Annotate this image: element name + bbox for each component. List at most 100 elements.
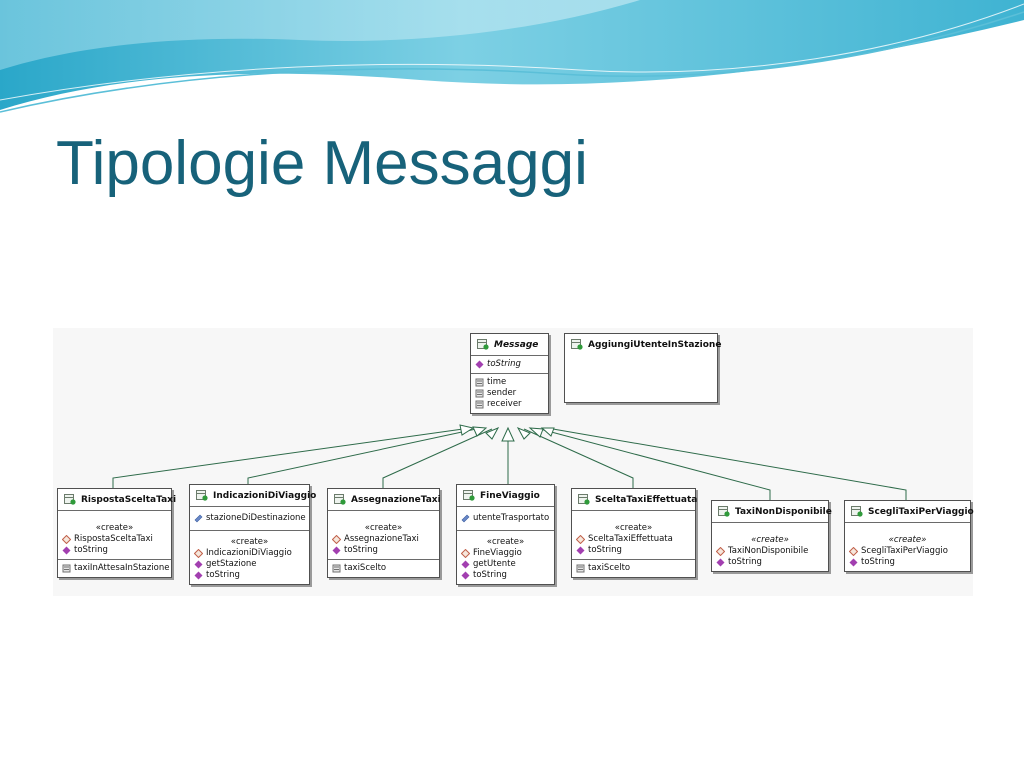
class-icon: [851, 506, 863, 517]
class-scelta-attributes: taxiScelto: [572, 560, 695, 577]
operation-name: ScegliTaxiPerViaggio: [861, 546, 948, 556]
class-indicazioni-header: IndicazioniDiViaggio: [190, 485, 316, 507]
class-scegli-name: ScegliTaxiPerViaggio: [868, 506, 974, 517]
operation-name: IndicazioniDiViaggio: [206, 548, 292, 558]
class-assegnazione-attributes: taxiScelto: [328, 560, 439, 577]
class-assegnazione-header: AssegnazioneTaxi: [328, 489, 441, 511]
field-row: stazioneDiDestinazione: [194, 513, 306, 524]
class-message-attributes: time sender receiver: [471, 374, 548, 413]
operation-name: SceltaTaxiEffettuata: [588, 534, 673, 544]
operation-name: toString: [74, 545, 108, 555]
operation-row: toString: [849, 557, 966, 568]
class-indicazioni-operations: «create» IndicazioniDiViaggio getStazion…: [190, 531, 309, 584]
operation-name: toString: [861, 557, 895, 567]
operation-name: toString: [728, 557, 762, 567]
connector-scegli: [552, 428, 907, 500]
operation-name: getUtente: [473, 559, 516, 569]
operation-row: SceltaTaxiEffettuata: [576, 534, 691, 545]
class-nondisp-name: TaxiNonDisponibile: [735, 506, 832, 517]
constructor-icon: [849, 547, 858, 556]
arrowhead-risposta: [459, 424, 475, 436]
class-icon: [196, 490, 208, 501]
operation-icon: [461, 560, 470, 569]
class-icon: [334, 494, 346, 505]
constructor-icon: [716, 547, 725, 556]
class-indicazioni-di-viaggio[interactable]: IndicazioniDiViaggio stazioneDiDestinazi…: [189, 484, 316, 585]
operation-row: toString: [716, 557, 824, 568]
attribute-row: taxiScelto: [576, 563, 691, 574]
class-scelta-header: SceltaTaxiEffettuata: [572, 489, 698, 511]
class-nondisp-header: TaxiNonDisponibile: [712, 501, 832, 523]
class-icon: [477, 339, 489, 350]
operation-row: toString: [461, 570, 550, 581]
field-icon: [194, 514, 203, 523]
operation-name: toString: [206, 570, 240, 580]
class-scelta-taxi-effettuata[interactable]: SceltaTaxiEffettuata «create» SceltaTaxi…: [571, 488, 698, 578]
class-assegnazione-name: AssegnazioneTaxi: [351, 494, 441, 505]
class-aggiungi-utente-in-stazione[interactable]: AggiungiUtenteInStazione: [564, 333, 722, 403]
class-scegli-taxi-per-viaggio[interactable]: ScegliTaxiPerViaggio «create» ScegliTaxi…: [844, 500, 974, 572]
class-icon: [718, 506, 730, 517]
class-icon: [64, 494, 76, 505]
static-field-icon: [332, 564, 341, 573]
class-scegli-header: ScegliTaxiPerViaggio: [845, 501, 974, 523]
attribute-row: taxiScelto: [332, 563, 435, 574]
class-assegnazione-operations: «create» AssegnazioneTaxi toString: [328, 511, 439, 560]
operation-row: toString: [62, 545, 167, 556]
class-aggiungi-name: AggiungiUtenteInStazione: [588, 339, 722, 350]
attribute-name: time: [487, 377, 507, 387]
connector-risposta: [112, 428, 464, 488]
operation-row: RispostaSceltaTaxi: [62, 534, 167, 545]
operation-name: FineViaggio: [473, 548, 522, 558]
operation-name: toString: [473, 570, 507, 580]
header-wave-decoration: [0, 0, 1024, 113]
class-indicazioni-fields: stazioneDiDestinazione: [190, 507, 309, 531]
class-scelta-name: SceltaTaxiEffettuata: [595, 494, 698, 505]
operation-row: toString: [194, 570, 305, 581]
operation-row: toString: [576, 545, 691, 556]
connector-assegnazione: [382, 428, 493, 488]
field-row: utenteTrasportato: [461, 513, 550, 524]
class-taxi-non-disponibile[interactable]: TaxiNonDisponibile «create» TaxiNonDispo…: [711, 500, 832, 572]
class-message-name: Message: [494, 339, 539, 350]
attribute-name: receiver: [487, 399, 522, 409]
attribute-name: sender: [487, 388, 517, 398]
operation-row: ScegliTaxiPerViaggio: [849, 546, 966, 557]
class-indicazioni-name: IndicazioniDiViaggio: [213, 490, 317, 501]
class-assegnazione-taxi[interactable]: AssegnazioneTaxi «create» AssegnazioneTa…: [327, 488, 441, 578]
arrowhead-indicazioni: [472, 426, 488, 437]
constructor-icon: [576, 535, 585, 544]
class-nondisp-operations: «create» TaxiNonDisponibile toString: [712, 523, 828, 571]
operation-icon: [194, 571, 203, 580]
attribute-name: taxiScelto: [588, 563, 631, 573]
operation-row: toString: [475, 359, 544, 370]
arrowhead-fine: [501, 426, 515, 442]
static-field-icon: [475, 400, 484, 409]
operation-icon: [461, 571, 470, 580]
class-fine-operations: «create» FineViaggio getUtente toString: [457, 531, 554, 584]
class-fine-viaggio[interactable]: FineViaggio utenteTrasportato «create» F…: [456, 484, 555, 585]
constructor-icon: [194, 549, 203, 558]
class-risposta-name: RispostaSceltaTaxi: [81, 494, 177, 505]
operation-icon: [194, 560, 203, 569]
class-risposta-scelta-taxi[interactable]: RispostaSceltaTaxi «create» RispostaScel…: [57, 488, 176, 578]
operation-icon: [475, 360, 484, 369]
class-icon: [463, 490, 475, 501]
class-message[interactable]: Message toString time sender receiver: [470, 333, 549, 414]
operation-row: AssegnazioneTaxi: [332, 534, 435, 545]
operation-name: AssegnazioneTaxi: [344, 534, 419, 544]
class-risposta-operations: «create» RispostaSceltaTaxi toString: [58, 511, 171, 560]
class-scelta-operations: «create» SceltaTaxiEffettuata toString: [572, 511, 695, 560]
class-risposta-attributes: taxiInAttesaInStazione: [58, 560, 171, 577]
arrowhead-assegnazione: [485, 426, 500, 440]
class-icon: [578, 494, 590, 505]
operation-name: toString: [344, 545, 378, 555]
field-icon: [461, 514, 470, 523]
constructor-icon: [62, 535, 71, 544]
operation-icon: [62, 546, 71, 555]
connector-scelta: [523, 428, 634, 488]
stereotype-label: «create»: [751, 535, 789, 545]
connector-nondisp: [539, 428, 771, 500]
operation-name: toString: [588, 545, 622, 555]
